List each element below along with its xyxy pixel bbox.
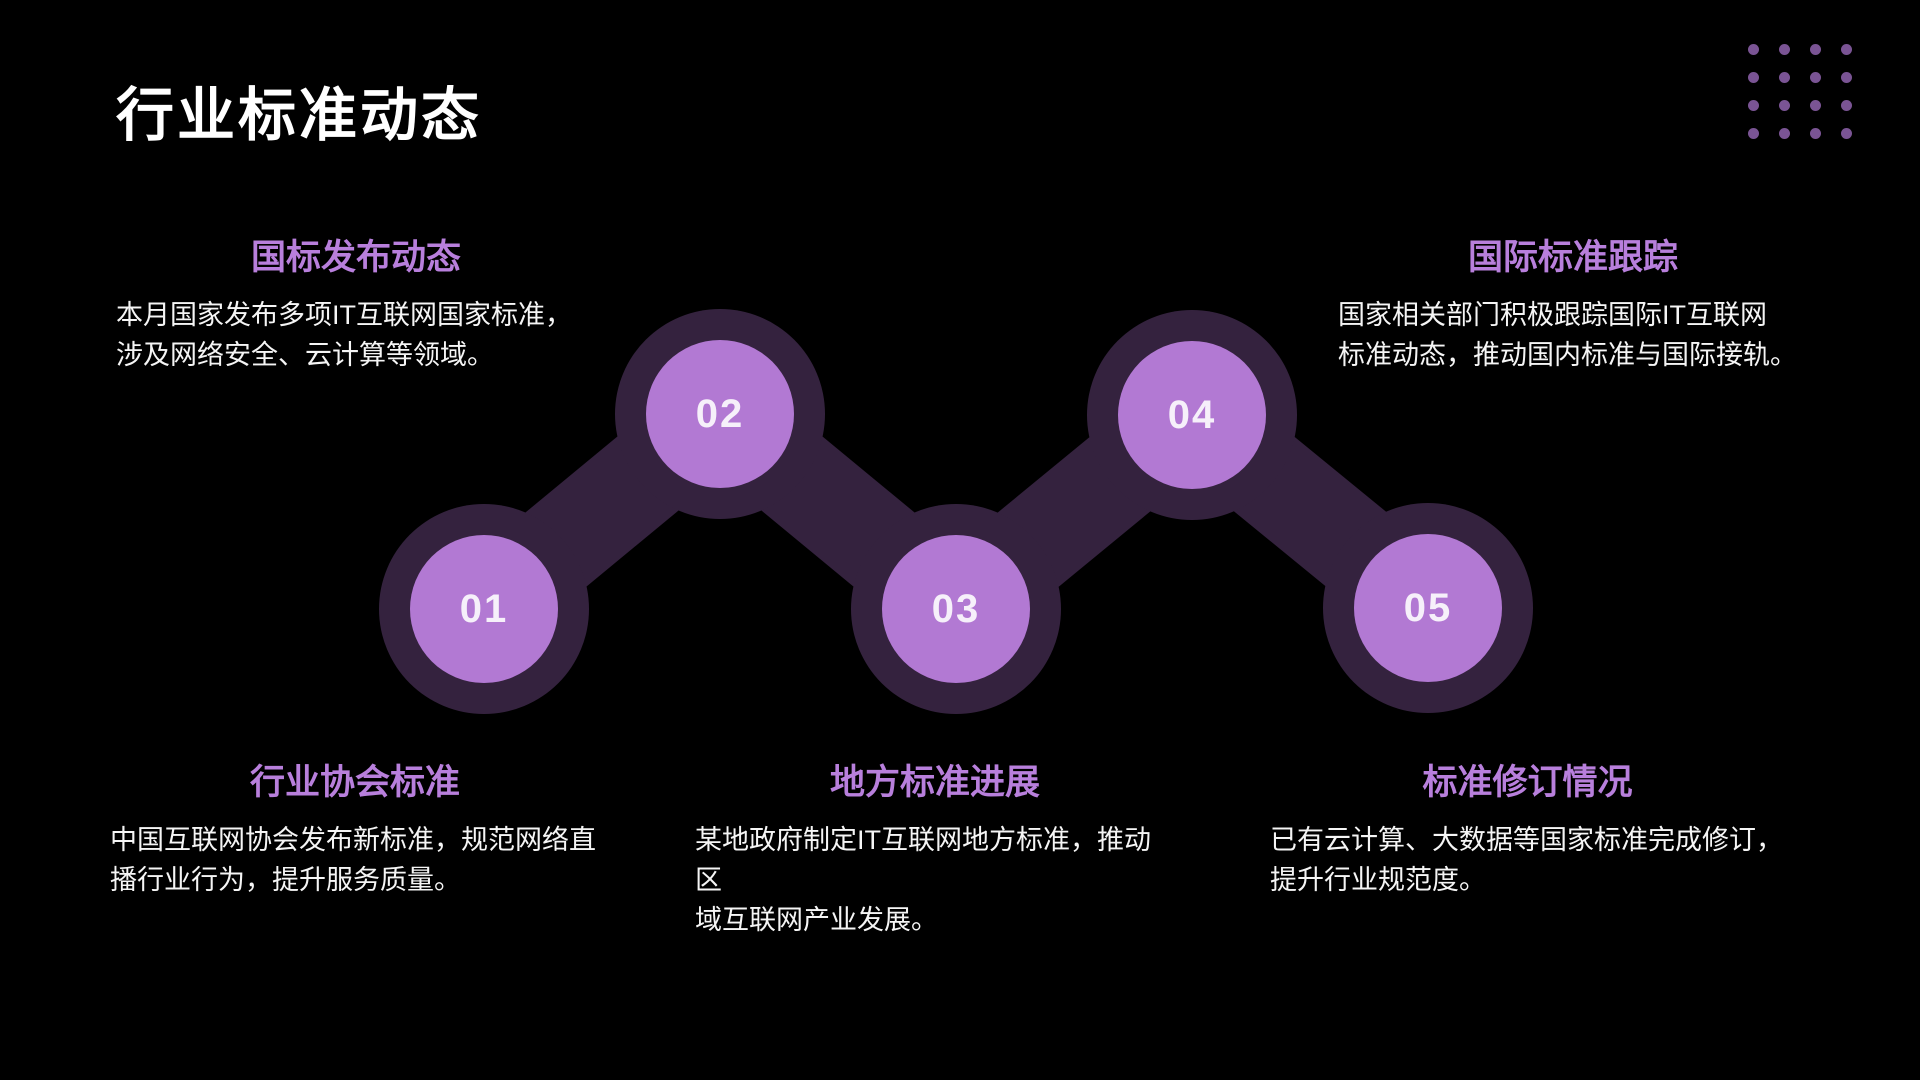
grid-dot bbox=[1810, 44, 1821, 55]
grid-dot bbox=[1748, 44, 1759, 55]
node-circle-4 bbox=[1118, 341, 1266, 489]
node-circle-5 bbox=[1354, 534, 1502, 682]
timeline-step-number-5: 05 bbox=[1403, 585, 1453, 630]
callout-body: 某地政府制定IT互联网地方标准，推动区 域互联网产业发展。 bbox=[695, 824, 1151, 935]
grid-dot bbox=[1841, 44, 1852, 55]
callout-heading: 国际标准跟踪 bbox=[1467, 238, 1678, 277]
callout-heading: 标准修订情况 bbox=[1422, 763, 1633, 802]
grid-dot bbox=[1779, 100, 1790, 111]
grid-dot bbox=[1748, 72, 1759, 83]
grid-dot bbox=[1810, 128, 1821, 139]
grid-dot bbox=[1810, 72, 1821, 83]
callout-industry-association: 行业协会标准 中国互联网协会发布新标准，规范网络直 播行业行为，提升服务质量。 bbox=[110, 760, 600, 900]
callout-heading: 国标发布动态 bbox=[250, 238, 461, 277]
callout-body: 已有云计算、大数据等国家标准完成修订， 提升行业规范度。 bbox=[1270, 824, 1783, 895]
grid-dot bbox=[1841, 128, 1852, 139]
grid-dot bbox=[1748, 100, 1759, 111]
slide-title: 行业标准动态 bbox=[116, 83, 483, 148]
callout-local-standards: 地方标准进展 某地政府制定IT互联网地方标准，推动区 域互联网产业发展。 bbox=[695, 760, 1175, 940]
grid-dot bbox=[1779, 44, 1790, 55]
callout-standard-revision: 标准修订情况 已有云计算、大数据等国家标准完成修订， 提升行业规范度。 bbox=[1270, 760, 1785, 900]
callout-heading: 行业协会标准 bbox=[249, 763, 460, 802]
timeline-step-number-1: 01 bbox=[459, 586, 509, 631]
grid-dot bbox=[1841, 100, 1852, 111]
node-circle-1 bbox=[410, 535, 558, 683]
grid-dot bbox=[1779, 72, 1790, 83]
callout-national-standards: 国标发布动态 本月国家发布多项IT互联网国家标准， 涉及网络安全、云计算等领域。 bbox=[116, 235, 596, 375]
timeline-step-number-4: 04 bbox=[1167, 392, 1217, 437]
timeline-step-number-3: 03 bbox=[931, 586, 981, 631]
node-circle-2 bbox=[646, 340, 794, 488]
node-circle-3 bbox=[882, 535, 1030, 683]
callout-heading: 地方标准进展 bbox=[829, 763, 1040, 802]
dot-grid-decoration bbox=[1748, 44, 1852, 139]
timeline-node-circles bbox=[410, 340, 1502, 683]
callout-international-tracking: 国际标准跟踪 国家相关部门积极跟踪国际IT互联网 标准动态，推动国内标准与国际接… bbox=[1338, 235, 1808, 375]
grid-dot bbox=[1841, 72, 1852, 83]
grid-dot bbox=[1748, 128, 1759, 139]
callout-body: 中国互联网协会发布新标准，规范网络直 播行业行为，提升服务质量。 bbox=[110, 824, 596, 895]
callout-body: 本月国家发布多项IT互联网国家标准， 涉及网络安全、云计算等领域。 bbox=[116, 299, 572, 370]
timeline-step-number-2: 02 bbox=[695, 391, 745, 436]
callout-body: 国家相关部门积极跟踪国际IT互联网 标准动态，推动国内标准与国际接轨。 bbox=[1338, 299, 1797, 370]
grid-dot bbox=[1779, 128, 1790, 139]
grid-dot bbox=[1810, 100, 1821, 111]
